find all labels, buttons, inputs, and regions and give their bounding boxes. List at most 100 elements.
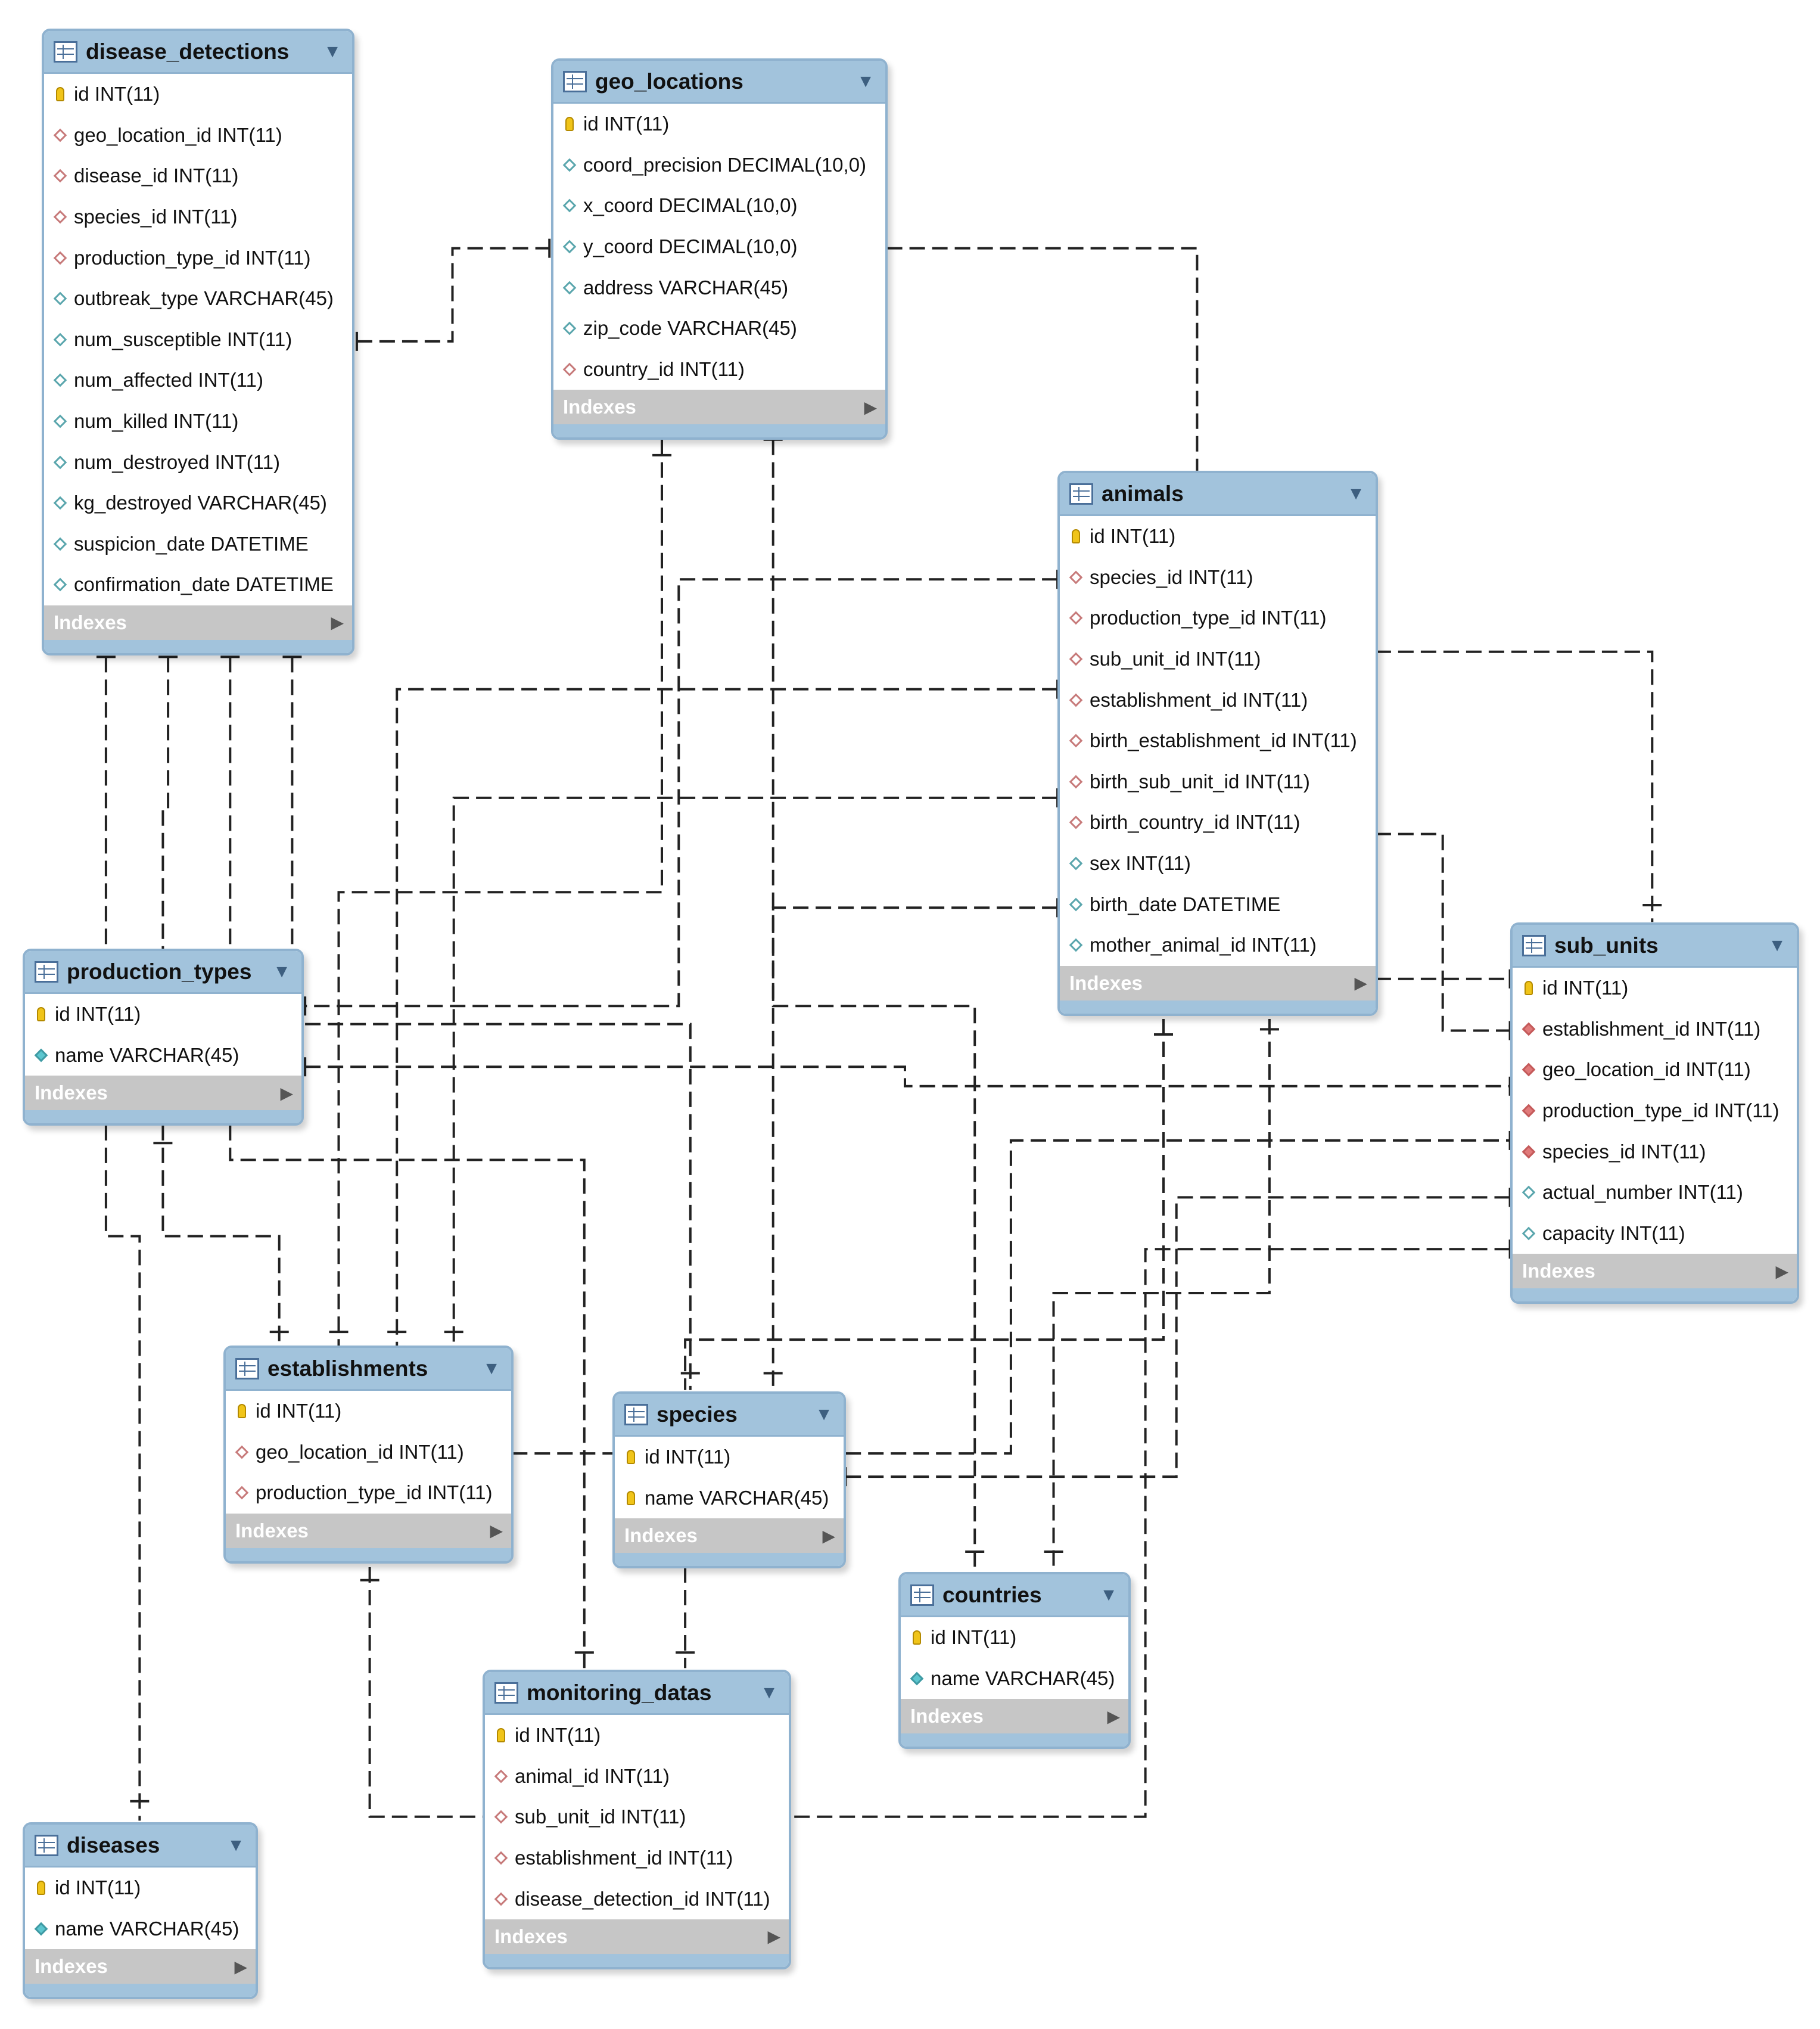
table-column[interactable]: disease_detection_id INT(11) [485,1878,789,1919]
table-column[interactable]: birth_country_id INT(11) [1060,802,1376,843]
table-column[interactable]: num_affected INT(11) [44,360,352,401]
table-column[interactable]: name VARCHAR(45) [25,1909,256,1950]
table-column[interactable]: country_id INT(11) [553,349,885,390]
table-diseases[interactable]: diseases▼id INT(11)name VARCHAR(45)Index… [23,1822,258,2000]
table-column[interactable]: establishment_id INT(11) [1513,1009,1797,1050]
chevron-down-icon[interactable]: ▼ [760,1682,778,1702]
table-column[interactable]: geo_location_id INT(11) [226,1432,511,1473]
indexes-section[interactable]: Indexes▶ [553,390,885,425]
table-header[interactable]: sub_units▼ [1513,925,1797,968]
table-column[interactable]: id INT(11) [901,1617,1128,1658]
table-column[interactable]: production_type_id INT(11) [1513,1090,1797,1132]
expand-arrow-icon[interactable]: ▶ [1107,1707,1120,1726]
table-column[interactable]: id INT(11) [485,1715,789,1756]
table-column[interactable]: id INT(11) [615,1437,844,1478]
table-column[interactable]: id INT(11) [226,1391,511,1432]
table-column[interactable]: num_killed INT(11) [44,401,352,442]
table-column[interactable]: num_susceptible INT(11) [44,319,352,361]
chevron-down-icon[interactable]: ▼ [857,71,875,91]
table-column[interactable]: establishment_id INT(11) [1060,679,1376,720]
table-disease-detections[interactable]: disease_detections▼id INT(11)geo_locatio… [42,29,354,655]
table-column[interactable]: production_type_id INT(11) [1060,598,1376,639]
table-sub-units[interactable]: sub_units▼id INT(11)establishment_id INT… [1510,922,1799,1304]
table-column[interactable]: actual_number INT(11) [1513,1172,1797,1213]
table-header[interactable]: establishments▼ [226,1348,511,1391]
chevron-down-icon[interactable]: ▼ [227,1835,245,1855]
expand-arrow-icon[interactable]: ▶ [1775,1261,1788,1281]
table-column[interactable]: production_type_id INT(11) [226,1472,511,1514]
table-header[interactable]: countries▼ [901,1574,1128,1617]
table-header[interactable]: production_types▼ [25,951,301,994]
indexes-section[interactable]: Indexes▶ [901,1699,1128,1734]
chevron-down-icon[interactable]: ▼ [483,1358,500,1378]
table-column[interactable]: id INT(11) [1513,968,1797,1009]
table-column[interactable]: suspicion_date DATETIME [44,524,352,565]
table-column[interactable]: mother_animal_id INT(11) [1060,925,1376,966]
table-monitoring-datas[interactable]: monitoring_datas▼id INT(11)animal_id INT… [483,1670,791,1969]
table-countries[interactable]: countries▼id INT(11)name VARCHAR(45)Inde… [898,1572,1131,1750]
table-column[interactable]: sex INT(11) [1060,843,1376,884]
table-header[interactable]: disease_detections▼ [44,31,352,74]
chevron-down-icon[interactable]: ▼ [1347,483,1365,504]
table-column[interactable]: geo_location_id INT(11) [44,115,352,156]
indexes-section[interactable]: Indexes▶ [226,1513,511,1548]
table-column[interactable]: name VARCHAR(45) [25,1035,301,1076]
expand-arrow-icon[interactable]: ▶ [1354,974,1367,993]
chevron-down-icon[interactable]: ▼ [815,1404,833,1424]
table-column[interactable]: birth_sub_unit_id INT(11) [1060,762,1376,803]
table-column[interactable]: address VARCHAR(45) [553,267,885,308]
table-column[interactable]: geo_location_id INT(11) [1513,1049,1797,1090]
table-column[interactable]: birth_date DATETIME [1060,884,1376,925]
table-geo-locations[interactable]: geo_locations▼id INT(11)coord_precision … [551,58,888,440]
table-column[interactable]: sub_unit_id INT(11) [1060,639,1376,680]
indexes-section[interactable]: Indexes▶ [44,605,352,640]
table-column[interactable]: species_id INT(11) [1513,1131,1797,1172]
table-header[interactable]: diseases▼ [25,1825,256,1868]
table-column[interactable]: id INT(11) [1060,516,1376,557]
table-column[interactable]: disease_id INT(11) [44,156,352,197]
table-column[interactable]: outbreak_type VARCHAR(45) [44,278,352,319]
table-column[interactable]: name VARCHAR(45) [615,1478,844,1519]
chevron-down-icon[interactable]: ▼ [323,41,341,61]
table-column[interactable]: id INT(11) [44,74,352,115]
chevron-down-icon[interactable]: ▼ [1100,1584,1118,1605]
table-column[interactable]: animal_id INT(11) [485,1756,789,1797]
chevron-down-icon[interactable]: ▼ [1768,935,1786,955]
indexes-section[interactable]: Indexes▶ [1060,965,1376,1000]
table-column[interactable]: species_id INT(11) [44,197,352,238]
indexes-section[interactable]: Indexes▶ [1513,1254,1797,1289]
table-production-types[interactable]: production_types▼id INT(11)name VARCHAR(… [23,949,304,1126]
table-column[interactable]: id INT(11) [25,994,301,1035]
table-animals[interactable]: animals▼id INT(11)species_id INT(11)prod… [1057,471,1378,1016]
expand-arrow-icon[interactable]: ▶ [490,1521,503,1540]
table-column[interactable]: y_coord DECIMAL(10,0) [553,226,885,268]
table-establishments[interactable]: establishments▼id INT(11)geo_location_id… [223,1346,514,1564]
table-column[interactable]: confirmation_date DATETIME [44,564,352,605]
table-column[interactable]: birth_establishment_id INT(11) [1060,720,1376,762]
table-column[interactable]: capacity INT(11) [1513,1213,1797,1254]
indexes-section[interactable]: Indexes▶ [485,1919,789,1954]
indexes-section[interactable]: Indexes▶ [25,1949,256,1984]
table-column[interactable]: id INT(11) [25,1868,256,1909]
table-column[interactable]: establishment_id INT(11) [485,1838,789,1879]
table-column[interactable]: species_id INT(11) [1060,557,1376,598]
expand-arrow-icon[interactable]: ▶ [331,613,344,632]
table-column[interactable]: num_destroyed INT(11) [44,442,352,483]
table-header[interactable]: species▼ [615,1394,844,1437]
expand-arrow-icon[interactable]: ▶ [234,1957,247,1976]
table-header[interactable]: monitoring_datas▼ [485,1672,789,1715]
table-column[interactable]: coord_precision DECIMAL(10,0) [553,145,885,186]
table-column[interactable]: kg_destroyed VARCHAR(45) [44,483,352,524]
table-column[interactable]: x_coord DECIMAL(10,0) [553,185,885,226]
table-column[interactable]: sub_unit_id INT(11) [485,1797,789,1838]
table-column[interactable]: id INT(11) [553,104,885,145]
table-header[interactable]: animals▼ [1060,473,1376,516]
indexes-section[interactable]: Indexes▶ [615,1518,844,1553]
expand-arrow-icon[interactable]: ▶ [767,1927,780,1946]
table-column[interactable]: production_type_id INT(11) [44,237,352,278]
table-column[interactable]: name VARCHAR(45) [901,1658,1128,1699]
table-header[interactable]: geo_locations▼ [553,61,885,104]
expand-arrow-icon[interactable]: ▶ [280,1083,293,1102]
indexes-section[interactable]: Indexes▶ [25,1076,301,1111]
table-species[interactable]: species▼id INT(11)name VARCHAR(45)Indexe… [612,1391,846,1569]
